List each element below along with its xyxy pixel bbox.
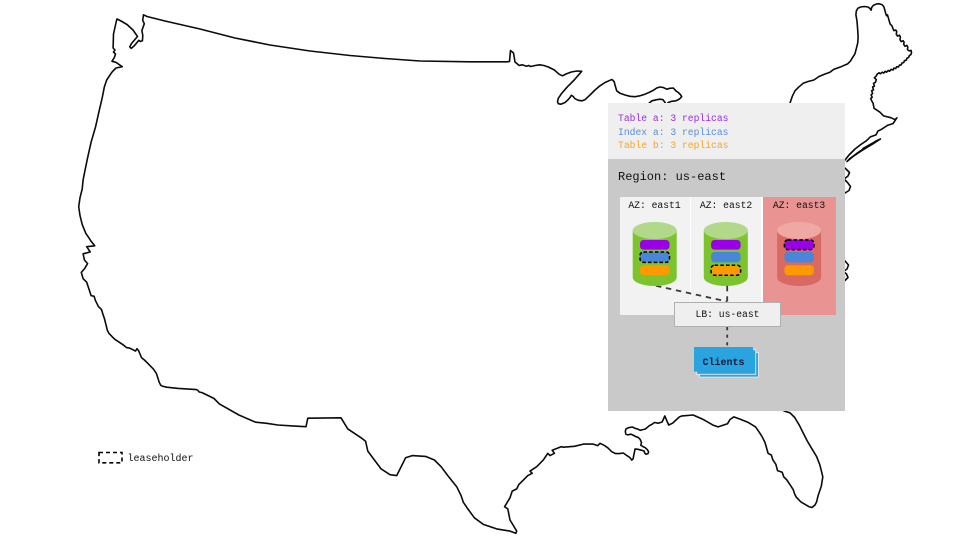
svg-text:leaseholder: leaseholder	[128, 453, 194, 465]
svg-text:Clients: Clients	[702, 357, 744, 369]
